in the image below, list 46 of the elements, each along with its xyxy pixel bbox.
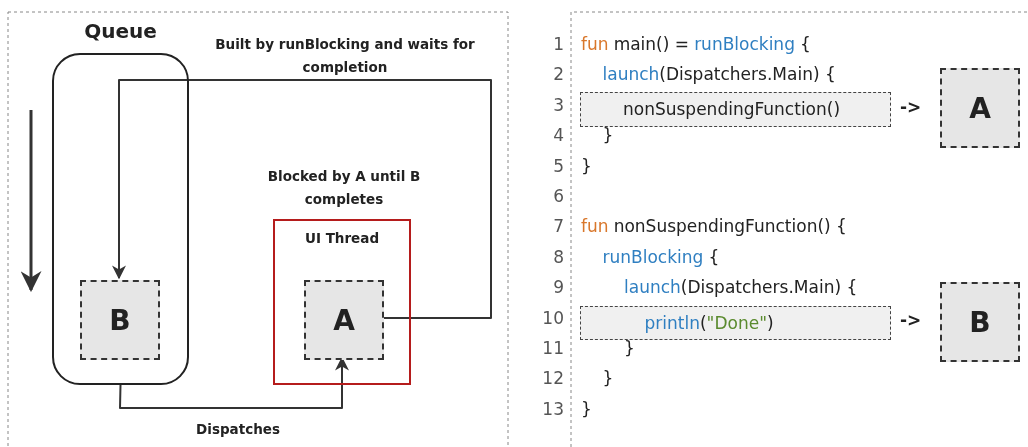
line-number: 13 xyxy=(542,400,564,418)
task-box xyxy=(940,282,1020,362)
code-text: println("Done") xyxy=(644,315,774,332)
line-number: 11 xyxy=(542,340,564,357)
task-letter: A xyxy=(332,304,356,337)
code-text: { xyxy=(708,248,720,266)
thread-note: Blocked by A until B completes xyxy=(266,167,422,209)
line-number: 10 xyxy=(542,309,564,327)
code-text: nonSuspendingFunction() { xyxy=(613,218,847,236)
task-letter: B xyxy=(968,306,992,339)
code-text: runBlocking xyxy=(694,36,795,53)
code-text: fun xyxy=(581,36,609,53)
code-text: fun xyxy=(581,218,609,236)
arrow-text: -> xyxy=(900,309,922,330)
code-text: } xyxy=(581,400,592,418)
code-text: { xyxy=(800,36,811,53)
code-text: launch xyxy=(624,279,681,297)
code-text: } xyxy=(581,157,592,175)
task-letter: A xyxy=(968,92,992,125)
code-text: launch xyxy=(602,66,660,84)
line-number: 3 xyxy=(553,96,564,114)
code-text: } xyxy=(624,340,635,357)
line-number: 7 xyxy=(553,218,564,236)
code-text: nonSuspendingFunction() xyxy=(623,101,841,118)
queue-heading: Queue xyxy=(83,19,158,43)
code-text: runBlocking xyxy=(602,248,704,266)
code-text: main() = xyxy=(613,36,690,53)
code-highlight-box xyxy=(580,306,891,340)
line-number: 8 xyxy=(553,248,564,266)
line-number: 1 xyxy=(553,36,564,53)
task-box xyxy=(940,68,1020,148)
code-text: } xyxy=(602,370,614,388)
arrow xyxy=(112,79,492,319)
line-number: 4 xyxy=(553,127,564,145)
line-number: 6 xyxy=(553,188,564,205)
code-highlight-box xyxy=(580,92,891,127)
line-number: 5 xyxy=(553,157,564,175)
code-text: } xyxy=(602,127,614,145)
line-number: 2 xyxy=(553,66,564,84)
task-box xyxy=(80,280,160,360)
line-number: 12 xyxy=(542,370,564,388)
thread-title: UI Thread xyxy=(303,230,381,246)
task-letter: B xyxy=(108,304,132,337)
task-box xyxy=(304,280,384,360)
line-number: 9 xyxy=(553,279,564,297)
arrow-text: -> xyxy=(900,96,922,117)
